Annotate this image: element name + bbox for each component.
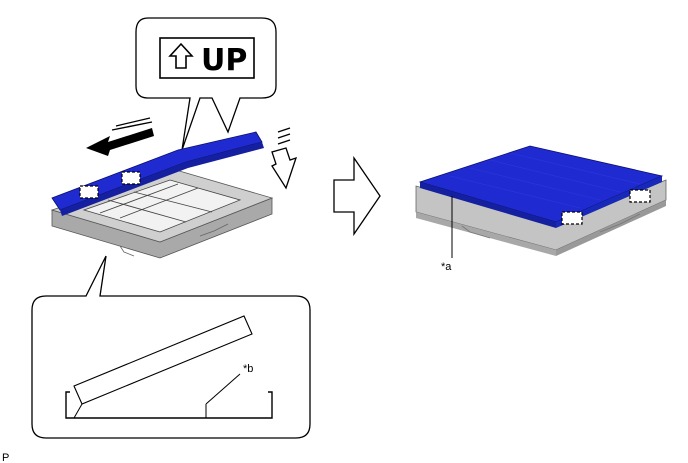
up-label-text: UP <box>201 43 247 78</box>
slide-left-arrow-icon <box>86 117 154 156</box>
detail-inset: *b <box>31 255 311 439</box>
hollow-right-arrow-icon <box>333 155 381 237</box>
callout-b-leader <box>205 373 241 405</box>
corner-mark: P <box>2 452 9 463</box>
callout-b-label: *b <box>243 363 253 375</box>
tray-with-filter-inserting <box>50 169 274 259</box>
dashed-clip-marker-icon <box>121 171 141 185</box>
callout-a-label: *a <box>441 261 452 273</box>
dashed-clip-marker-icon <box>561 211 583 225</box>
up-arrow-icon <box>168 42 194 69</box>
tray-section-outline <box>65 391 273 419</box>
filter-element-tilted <box>51 131 264 216</box>
dashed-clip-marker-icon <box>79 185 99 199</box>
press-down-arrow-icon <box>271 127 298 190</box>
dashed-clip-marker-icon <box>629 189 651 203</box>
filter-section-outline <box>73 315 253 405</box>
up-label-callout: UP <box>135 17 277 151</box>
tray-with-filter-installed <box>415 145 667 256</box>
